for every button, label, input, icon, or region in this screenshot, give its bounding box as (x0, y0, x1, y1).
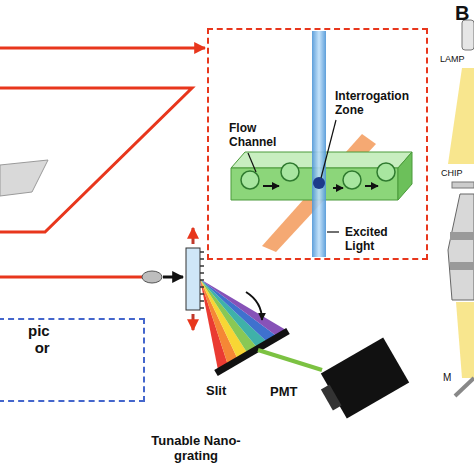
light-beam (448, 68, 474, 164)
component-label: Tunable Nano-grating (150, 434, 242, 464)
grating-tick (200, 300, 204, 302)
nano-grating (186, 248, 200, 310)
node-label: pic or (28, 322, 50, 357)
spectrum-band (200, 279, 276, 341)
selected-ray (258, 350, 322, 370)
objective (448, 194, 474, 300)
beam-arrow (163, 276, 183, 279)
flow-channel (398, 152, 412, 200)
detector-box: pic or (0, 318, 145, 402)
grating-ticks (200, 252, 204, 308)
tuning-arrow (192, 314, 195, 330)
fiber-coupler (142, 271, 162, 283)
lamp-icon (462, 20, 474, 50)
interrogation-spot (313, 177, 325, 189)
light-path (0, 47, 205, 50)
node-label: Excited Light (345, 226, 388, 254)
objective-band (450, 262, 474, 270)
cell (281, 163, 299, 181)
light-path (0, 88, 192, 232)
grating-tick (200, 293, 204, 295)
pmt-window (321, 385, 342, 411)
light-path (0, 276, 142, 279)
glass-plate (0, 160, 48, 196)
component-label: CHIP (441, 168, 463, 178)
mirror (455, 378, 474, 396)
node-label: Interrogation Zone (335, 90, 409, 118)
blue-beam (312, 31, 326, 257)
objective-band (450, 232, 474, 240)
grating-tick (200, 251, 204, 253)
flow-arrow (365, 185, 378, 187)
component-label: M (443, 372, 451, 384)
rotation-arrow (246, 292, 262, 320)
cell (343, 171, 361, 189)
inset-box: Flow Channel Interrogation ZoneExcited Li… (207, 28, 428, 260)
light-beam (456, 302, 474, 378)
grating-tick (200, 307, 204, 309)
spectrum-band (200, 279, 286, 336)
cell (241, 171, 259, 189)
flow-arrow (263, 185, 279, 187)
leader-line (327, 231, 339, 232)
pmt-detector (321, 337, 409, 418)
grating-tick (200, 258, 204, 260)
grating-tick (200, 272, 204, 274)
panel-letter: B (455, 2, 469, 25)
leader-line (248, 153, 256, 172)
slit (216, 331, 288, 373)
chip (452, 182, 474, 188)
grating-tick (200, 265, 204, 267)
component-label: LAMP (440, 54, 465, 64)
grating-tick (200, 286, 204, 288)
node-label: Flow Channel (229, 122, 276, 150)
leader-line (321, 120, 336, 178)
component-label: PMT (270, 385, 297, 400)
cell (377, 163, 395, 181)
tuning-arrow (192, 228, 195, 244)
grating-tick (200, 279, 204, 281)
flow-arrow (333, 187, 343, 189)
component-label: Slit (206, 384, 226, 399)
